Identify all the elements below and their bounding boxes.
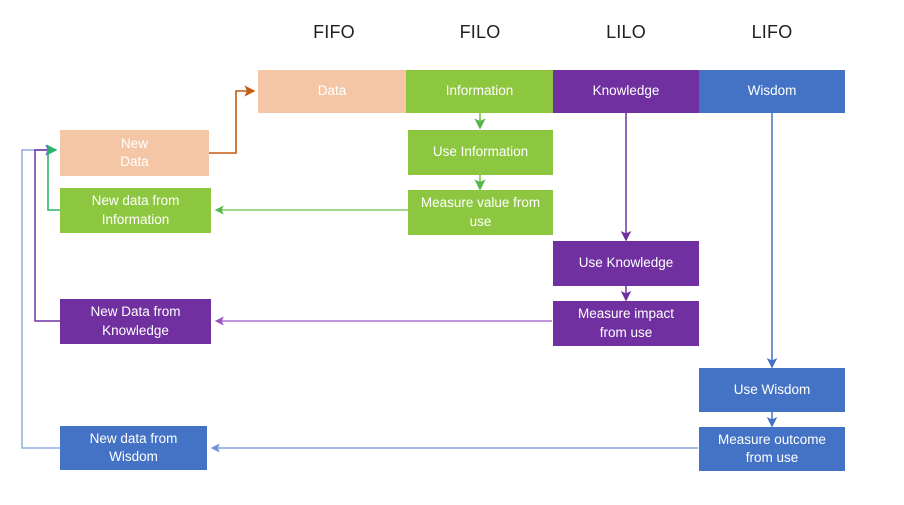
node-use-information[interactable]: Use Information [408, 130, 553, 175]
node-wisdom[interactable]: Wisdom [699, 70, 845, 113]
edge-new-data-wisdom-to-new-data [21, 144, 60, 449]
node-new-data-from-information[interactable]: New data from Information [60, 188, 211, 233]
node-measure-outcome-from-use[interactable]: Measure outcome from use [699, 427, 845, 471]
edge-new-data-to-data [209, 85, 256, 154]
node-use-knowledge[interactable]: Use Knowledge [553, 241, 699, 286]
column-header-lifo-label: LIFO [751, 22, 793, 42]
node-use-knowledge-label: Use Knowledge [578, 255, 674, 271]
edge-new-data-information-to-new-data [46, 144, 60, 211]
node-use-information-label: Use Information [432, 144, 529, 160]
column-header-fifo: FIFO [286, 22, 382, 43]
node-measure-impact-from-use-label: Measure impact from use [577, 306, 675, 340]
node-wisdom-label: Wisdom [747, 83, 797, 99]
node-new-data-from-information-label: New data from Information [91, 193, 180, 227]
column-header-lilo-label: LILO [606, 22, 646, 42]
node-new-data-from-wisdom-label: New data from Wisdom [89, 430, 178, 464]
column-header-lifo: LIFO [724, 22, 820, 43]
node-new-data-from-knowledge[interactable]: New Data from Knowledge [60, 299, 211, 344]
node-information[interactable]: Information [406, 70, 553, 113]
node-knowledge[interactable]: Knowledge [553, 70, 699, 113]
node-data[interactable]: Data [258, 70, 406, 113]
column-header-filo-label: FILO [459, 22, 501, 42]
node-measure-value-from-use-label: Measure value from use [420, 195, 541, 229]
node-knowledge-label: Knowledge [592, 83, 660, 99]
node-new-data-label: New Data [120, 135, 149, 169]
edge-new-data-knowledge-to-new-data [34, 144, 60, 322]
node-new-data-from-wisdom[interactable]: New data from Wisdom [60, 426, 207, 470]
node-data-label: Data [317, 83, 347, 99]
node-use-wisdom[interactable]: Use Wisdom [699, 368, 845, 412]
node-measure-outcome-from-use-label: Measure outcome from use [717, 431, 827, 465]
column-header-filo: FILO [432, 22, 528, 43]
node-measure-impact-from-use[interactable]: Measure impact from use [553, 301, 699, 346]
node-measure-value-from-use[interactable]: Measure value from use [408, 190, 553, 235]
node-information-label: Information [445, 83, 514, 99]
column-header-lilo: LILO [578, 22, 674, 43]
node-use-wisdom-label: Use Wisdom [733, 381, 811, 397]
column-header-fifo-label: FIFO [313, 22, 355, 42]
node-new-data[interactable]: New Data [60, 130, 209, 176]
node-new-data-from-knowledge-label: New Data from Knowledge [90, 304, 181, 338]
